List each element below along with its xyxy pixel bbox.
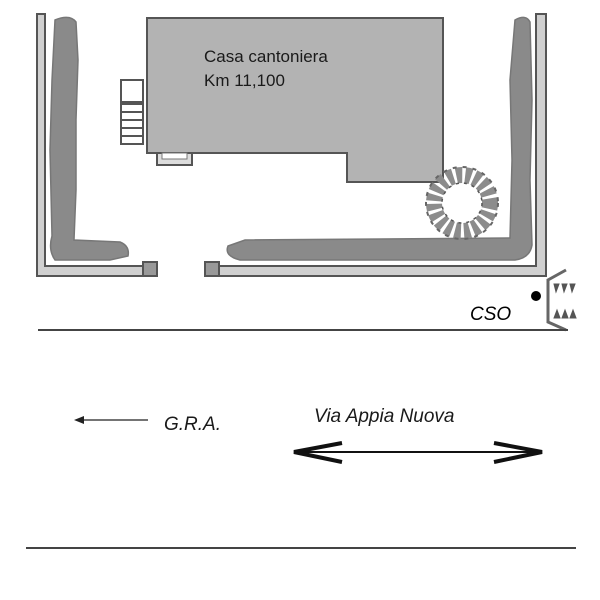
- right-gate-post: [204, 261, 220, 277]
- building: [146, 17, 444, 183]
- cso-structure: [546, 268, 567, 332]
- porch-step-inner: [161, 152, 188, 160]
- building-name: Casa cantoniera: [204, 47, 328, 66]
- tree-icon: [425, 166, 499, 240]
- cso-teeth: [553, 283, 577, 319]
- cso-label: CSO: [470, 304, 511, 325]
- gra-label: G.R.A.: [164, 414, 221, 435]
- arrow-left-icon: [74, 416, 148, 424]
- road-name: Via Appia Nuova: [314, 406, 455, 427]
- stairs: [120, 79, 144, 145]
- left-hedge: [49, 16, 130, 261]
- left-gate-post: [142, 261, 158, 277]
- right-hedge: [226, 16, 533, 261]
- building-km: Km 11,100: [204, 71, 285, 90]
- double-arrow-icon: [293, 441, 543, 464]
- dot-icon: [531, 291, 541, 301]
